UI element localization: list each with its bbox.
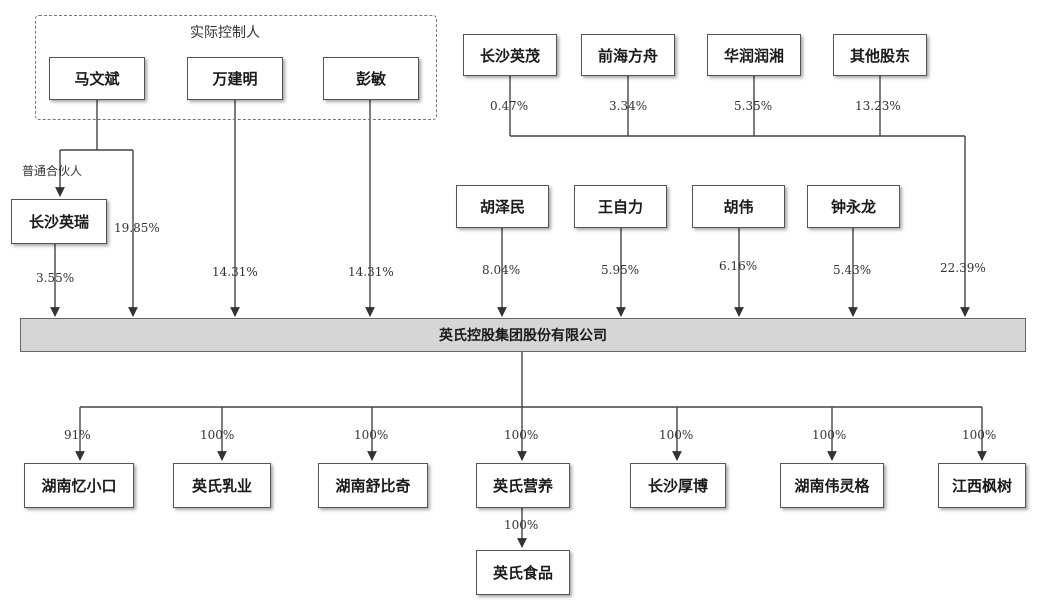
pct-sub-yixiaokou: 91% (64, 428, 91, 442)
sub-hunan-yixiaokou: 湖南忆小口 (24, 463, 134, 508)
sub-hunan-shubiqi: 湖南舒比奇 (318, 463, 428, 508)
pct-hu-wei: 6.16% (719, 259, 758, 273)
pct-sub-weilingge: 100% (812, 428, 847, 442)
holder-hu-zemin: 胡泽民 (456, 185, 549, 228)
holder-wan-jianming: 万建明 (187, 57, 283, 100)
holder-changsha-yingrui: 长沙英瑞 (11, 199, 107, 244)
holder-other-shareholders: 其他股东 (833, 34, 927, 76)
pct-wan-jianming: 14.31% (212, 265, 258, 279)
holder-peng-min: 彭敏 (323, 57, 419, 100)
pct-changsha-yingmao: 0.47% (490, 99, 529, 113)
holder-hu-wei: 胡伟 (692, 185, 785, 228)
pct-peng-min: 14.31% (348, 265, 394, 279)
holder-changsha-yingmao: 长沙英茂 (463, 34, 557, 76)
pct-huarun-runxiang: 5.35% (734, 99, 773, 113)
pct-sub-fengshu: 100% (962, 428, 997, 442)
actual-controller-group (35, 15, 437, 120)
pct-yingrui: 3.55% (36, 271, 75, 285)
holder-qianhai-fangzhou: 前海方舟 (581, 34, 675, 76)
sub-changsha-houbo: 长沙厚博 (630, 463, 726, 508)
pct-sub-houbo: 100% (659, 428, 694, 442)
sub-hunan-weilingge: 湖南伟灵格 (780, 463, 884, 508)
pct-sub-shubiqi: 100% (354, 428, 389, 442)
holder-wang-zili: 王自力 (574, 185, 667, 228)
pct-zhong-yonglong: 5.43% (833, 263, 872, 277)
pct-sub-yingshi-dairy: 100% (200, 428, 235, 442)
holder-zhong-yonglong: 钟永龙 (807, 185, 900, 228)
pct-hu-zemin: 8.04% (482, 263, 521, 277)
holder-ma-wenbin: 马文斌 (49, 57, 145, 100)
holder-huarun-runxiang: 华润润湘 (707, 34, 801, 76)
pct-sub-yingshi-nutrition: 100% (504, 428, 539, 442)
company-bar: 英氏控股集团股份有限公司 (20, 318, 1026, 352)
pct-others-total: 22.39% (940, 261, 986, 275)
sub-yingshi-dairy: 英氏乳业 (173, 463, 271, 508)
pct-sub-yingshi-food: 100% (504, 518, 539, 532)
sub-jiangxi-fengshu: 江西枫树 (938, 463, 1026, 508)
sub-yingshi-nutrition: 英氏营养 (476, 463, 570, 508)
pct-other-shareholders: 13.23% (855, 99, 901, 113)
pct-ma-wenbin: 19.85% (114, 221, 160, 235)
pct-qianhai-fangzhou: 3.34% (609, 99, 648, 113)
pct-wang-zili: 5.95% (601, 263, 640, 277)
sub-yingshi-food: 英氏食品 (476, 550, 570, 595)
general-partner-label: 普通合伙人 (22, 164, 83, 178)
actual-controller-label: 实际控制人 (190, 25, 260, 41)
